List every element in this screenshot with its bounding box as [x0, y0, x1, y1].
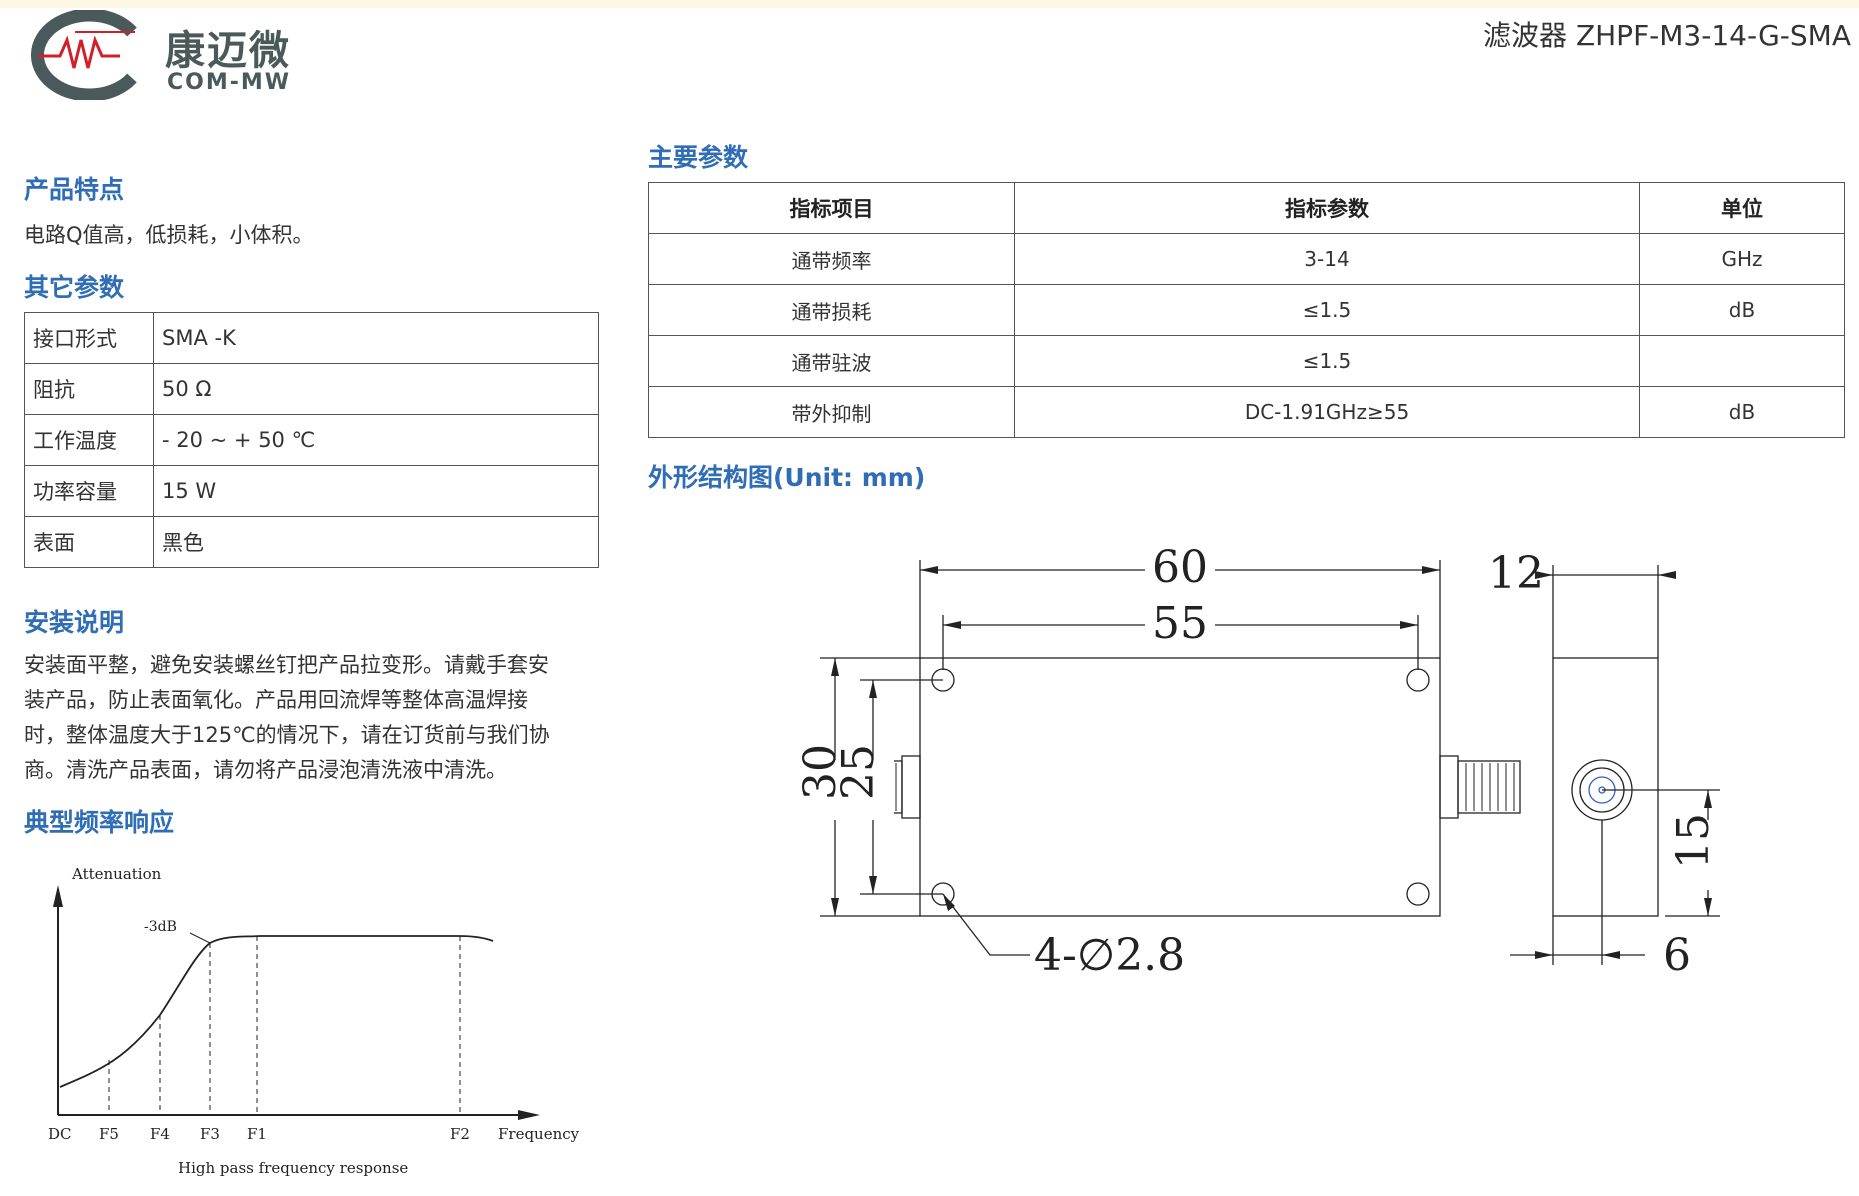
param-value: 黑色 [153, 516, 599, 568]
right-thread-lines [1465, 763, 1515, 811]
table-cell: 通带频率 [648, 233, 1015, 285]
table-row: 通带驻波 ≤1.5 [648, 335, 1845, 387]
top-strip [0, 0, 1859, 8]
tick-label-f3: F3 [200, 1125, 220, 1143]
logo-mark-icon [30, 10, 137, 100]
tick-label-f5: F5 [99, 1125, 119, 1143]
frequency-response-diagram: Attenuation Frequency -3dB DC F5 F4 F3 F… [48, 865, 580, 1177]
dim-hole-height-25: 25 [833, 744, 884, 800]
table-row: 工作温度- 20 ~ + 50 ℃ [24, 414, 599, 466]
right-connector-flange [1439, 755, 1459, 819]
minus-3db-leader [189, 932, 211, 944]
y-axis-label: Attenuation [71, 865, 162, 883]
table-cell: 通带驻波 [648, 335, 1015, 387]
param-key: 阻抗 [24, 363, 154, 415]
table-row: 通带频率 3-14 GHz [648, 233, 1845, 285]
response-heading: 典型频率响应 [24, 808, 175, 837]
main-params-table: 指标项目 指标参数 单位 通带频率 3-14 GHz 通带损耗 ≤1.5 dB … [648, 182, 1845, 438]
table-cell: ≤1.5 [1014, 335, 1640, 387]
dim-height-30: 30 [795, 744, 846, 800]
main-params-heading: 主要参数 [648, 143, 749, 172]
tick-label-f2: F2 [450, 1125, 470, 1143]
x-axis-label: Frequency [498, 1125, 580, 1143]
param-value: SMA -K [153, 312, 599, 364]
mounting-hole [1406, 882, 1430, 906]
install-line: 装产品，防止表面氧化。产品用回流焊等整体高温焊接 [24, 688, 528, 712]
dim-length-60: 60 [1152, 542, 1208, 593]
param-key: 工作温度 [24, 414, 154, 466]
table-cell: DC-1.91GHz≥55 [1014, 386, 1640, 438]
dim-mounting-holes: 4-∅2.8 [1034, 930, 1185, 981]
filter-body [919, 657, 1441, 917]
install-heading: 安装说明 [24, 608, 125, 637]
param-value: 50 Ω [153, 363, 599, 415]
minus-3db-label: -3dB [144, 919, 177, 935]
table-cell: 带外抑制 [648, 386, 1015, 438]
document-title: 滤波器 ZHPF-M3-14-G-SMA [1483, 19, 1851, 52]
tick-label-f1: F1 [247, 1125, 267, 1143]
table-cell: dB [1639, 386, 1845, 438]
table-cell: 3-14 [1014, 233, 1640, 285]
table-row: 带外抑制 DC-1.91GHz≥55 dB [648, 386, 1845, 438]
response-curve [59, 935, 494, 1088]
table-cell: dB [1639, 284, 1845, 336]
install-text: 安装面平整，避免安装螺丝钉把产品拉变形。请戴手套安 装产品，防止表面氧化。产品用… [24, 648, 604, 788]
table-cell: GHz [1639, 233, 1845, 285]
install-line: 安装面平整，避免安装螺丝钉把产品拉变形。请戴手套安 [24, 653, 549, 677]
table-row: 通带损耗 ≤1.5 dB [648, 284, 1845, 336]
right-connector-thread [1457, 760, 1521, 814]
table-cell: ≤1.5 [1014, 284, 1640, 336]
response-caption: High pass frequency response [178, 1159, 408, 1177]
column-header: 指标项目 [648, 182, 1015, 234]
mounting-hole [1406, 668, 1430, 692]
dim-connector-height-15: 15 [1668, 813, 1719, 869]
table-cell [1639, 335, 1845, 387]
table-header-row: 指标项目 指标参数 单位 [648, 182, 1845, 234]
logo-chinese-name: 康迈微 [165, 28, 291, 74]
dim-hole-span-55: 55 [1152, 598, 1208, 649]
features-heading: 产品特点 [24, 175, 125, 204]
column-header: 单位 [1639, 182, 1845, 234]
param-value: 15 W [153, 465, 599, 517]
other-params-heading: 其它参数 [24, 273, 125, 302]
tick-label-f4: F4 [150, 1125, 170, 1143]
install-line: 时，整体温度大于125℃的情况下，请在订货前与我们协 [24, 723, 550, 747]
param-key: 表面 [24, 516, 154, 568]
dim-depth-12: 12 [1488, 548, 1544, 599]
param-value: - 20 ~ + 50 ℃ [153, 414, 599, 466]
outline-drawing: 60 55 12 30 25 15 6 4-∅2.8 [795, 542, 1730, 981]
left-connector-flange [901, 755, 921, 819]
outline-heading: 外形结构图(Unit: mm) [648, 463, 926, 492]
install-line: 商。清洗产品表面，请勿将产品浸泡清洗液中清洗。 [24, 758, 507, 782]
tick-label-dc: DC [48, 1125, 72, 1143]
company-logo: 康迈微 COM-MW [20, 10, 320, 100]
y-axis-arrow-icon [53, 885, 63, 907]
column-header: 指标参数 [1014, 182, 1640, 234]
features-text: 电路Q值高，低损耗，小体积。 [24, 223, 314, 247]
param-key: 功率容量 [24, 465, 154, 517]
x-axis-arrow-icon [518, 1110, 540, 1120]
logo-english-name: COM-MW [167, 70, 292, 95]
side-view-body [1552, 657, 1659, 917]
param-key: 接口形式 [24, 312, 154, 364]
table-cell: 通带损耗 [648, 284, 1015, 336]
dim-connector-offset-6: 6 [1663, 930, 1691, 981]
table-row: 表面黑色 [24, 516, 599, 568]
